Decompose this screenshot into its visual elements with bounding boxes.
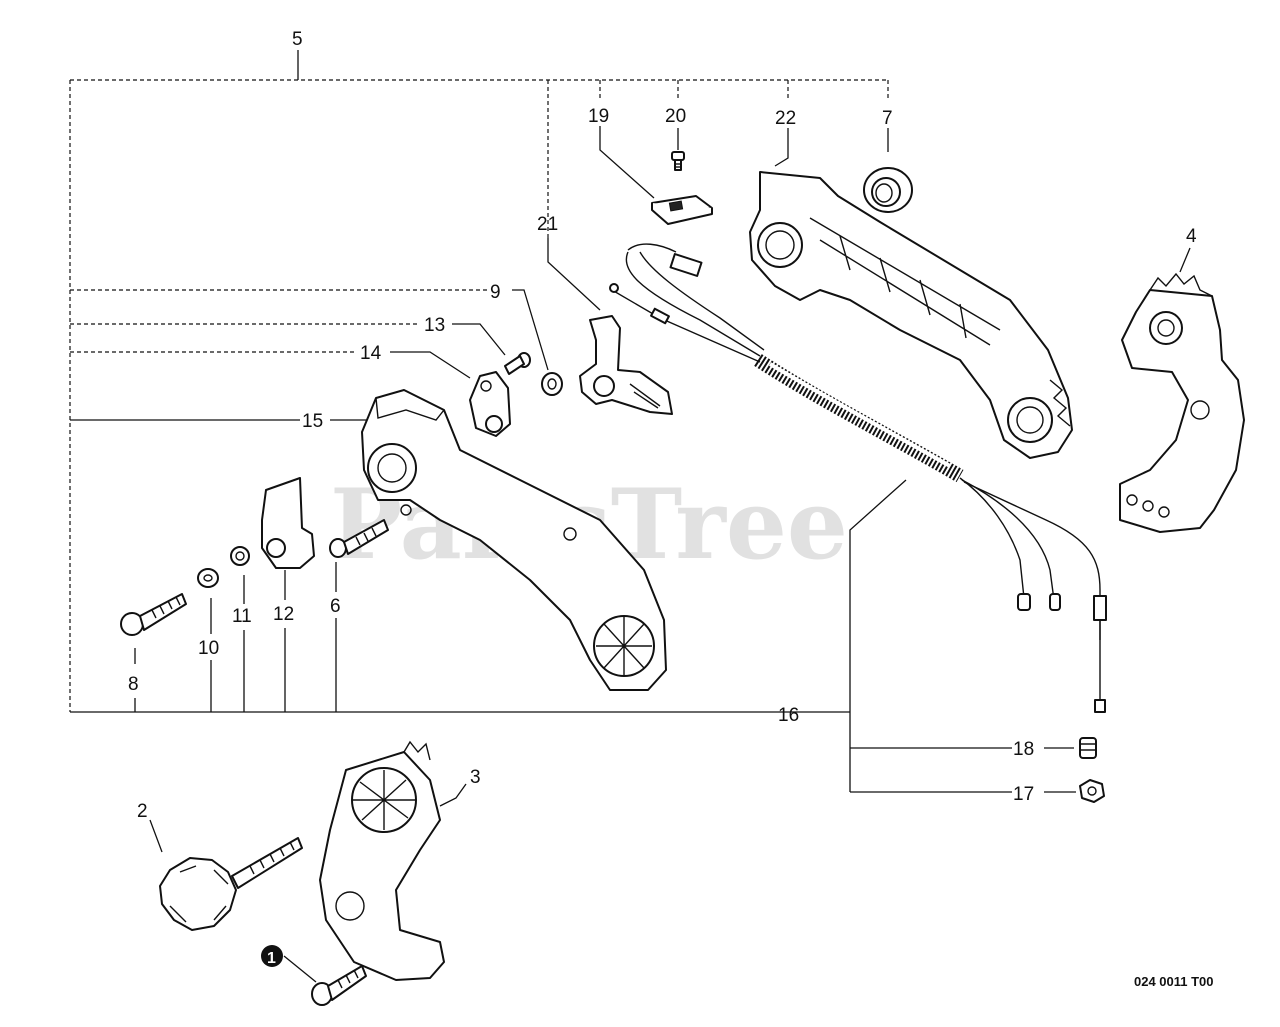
bracket-14-drawing — [469, 371, 511, 437]
screw-13-drawing — [504, 352, 531, 375]
switch-19-drawing — [651, 195, 713, 225]
callout-labels: 5 19 20 22 7 21 4 9 13 14 15 12 11 6 10 … — [128, 29, 1197, 822]
callout-1: 1 — [267, 950, 276, 967]
callout-7: 7 — [882, 108, 893, 129]
callout-9: 9 — [490, 282, 501, 303]
clamp-4-drawing — [1119, 272, 1245, 533]
bolt-8-drawing — [120, 593, 187, 636]
knob-2-drawing — [159, 837, 303, 931]
leader-lines — [134, 126, 1191, 983]
callout-19: 19 — [588, 106, 609, 127]
callout-2: 2 — [137, 801, 148, 822]
screw-6-drawing — [329, 519, 389, 558]
callout-15: 15 — [302, 411, 323, 432]
callout-10: 10 — [198, 638, 219, 659]
callout-6: 6 — [330, 596, 341, 617]
callout-14: 14 — [360, 343, 382, 364]
washer-10-drawing — [197, 568, 219, 588]
callout-11: 11 — [232, 606, 252, 627]
clamp-3-drawing — [319, 740, 445, 981]
screw-20-drawing — [671, 151, 685, 171]
handle-22-drawing — [749, 171, 1073, 459]
washer-11-drawing — [230, 546, 250, 566]
callout-22: 22 — [775, 108, 796, 129]
nut-17-drawing — [1079, 779, 1105, 803]
callout-21: 21 — [537, 214, 558, 235]
callout-8: 8 — [128, 674, 139, 695]
callout-5: 5 — [292, 29, 303, 50]
callout-18: 18 — [1013, 739, 1034, 760]
grommet-7-drawing — [863, 167, 913, 213]
callout-13: 13 — [424, 315, 445, 336]
drawing-code: 024 0011 T00 — [1134, 974, 1214, 989]
callout-3: 3 — [470, 767, 481, 788]
callout-20: 20 — [665, 106, 686, 127]
nut-9-drawing — [541, 372, 563, 396]
callout-4: 4 — [1186, 226, 1197, 247]
nut-18-drawing — [1079, 737, 1097, 759]
assembly-bracket-5 — [69, 50, 1012, 793]
cable-16-drawing — [609, 243, 1107, 713]
screw-1-drawing — [311, 965, 367, 1006]
callout-17: 17 — [1013, 784, 1034, 805]
callout-16: 16 — [778, 705, 799, 726]
callout-1-badge: 1 — [261, 945, 283, 967]
lock-lever-12-drawing — [261, 477, 315, 569]
lever-21-drawing — [579, 315, 673, 415]
handle-15-drawing — [361, 389, 667, 691]
callout-12: 12 — [273, 604, 294, 625]
